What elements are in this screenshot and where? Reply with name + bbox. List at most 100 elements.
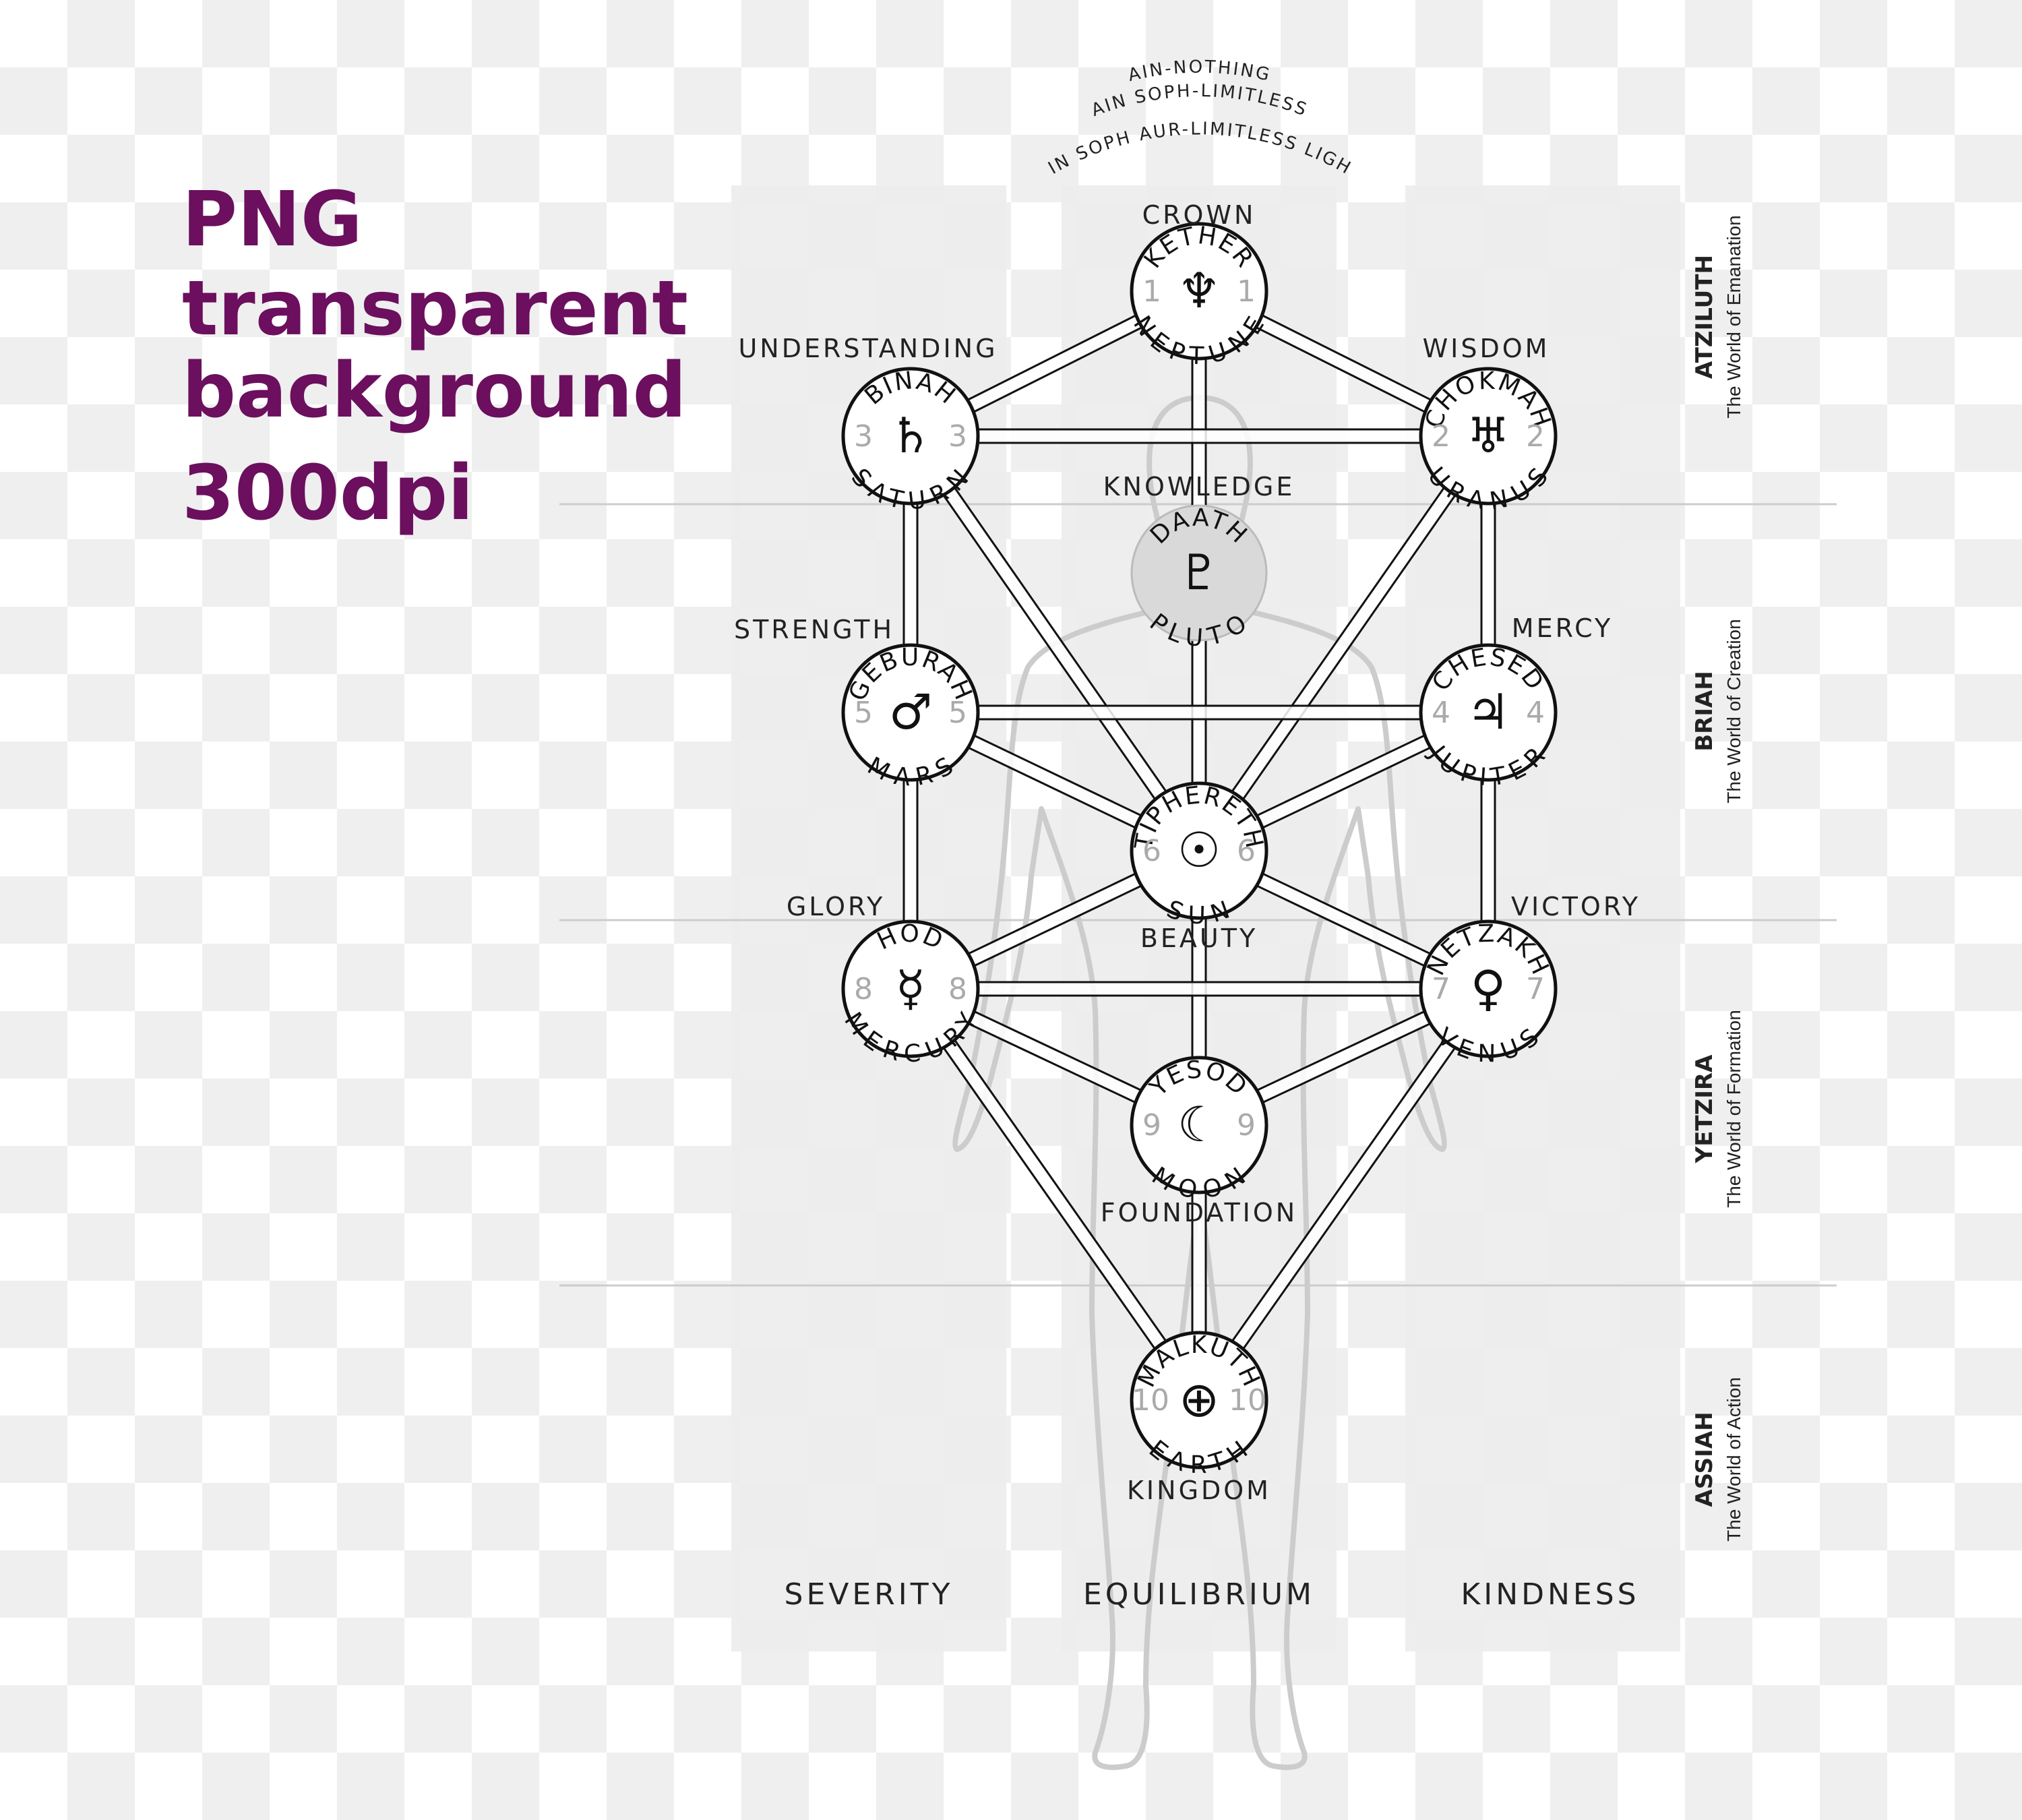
mercury-symbol-icon: ☿	[896, 960, 925, 1017]
sephira-label: KINGDOM	[1127, 1476, 1271, 1505]
pillar-labels: SEVERITY EQUILIBRIUM KINDNESS	[785, 1577, 1639, 1612]
sephira-circle	[1419, 367, 1558, 506]
sephira-number-right: 1	[1237, 274, 1256, 309]
path-chokmah-binah	[911, 428, 1488, 444]
pluto-symbol-icon: ♇	[1177, 544, 1221, 601]
path-fill	[907, 982, 1202, 1132]
sephira-number-right: 3	[948, 419, 967, 454]
paths-layer	[902, 284, 1496, 1405]
sephira-number-left: 9	[1142, 1108, 1161, 1143]
sephira-number-right: 6	[1237, 834, 1256, 868]
sephira-label: WISDOM	[1423, 334, 1550, 363]
earth-symbol-icon: ⊕	[1179, 1371, 1219, 1428]
saturn-symbol-icon: ♄	[889, 407, 933, 464]
sephira-circle	[1130, 222, 1268, 361]
sephira-label: MERCY	[1512, 613, 1613, 643]
path-fill	[1193, 432, 1494, 855]
path-edge	[1203, 992, 1495, 1405]
pillar-equilibrium-label: EQUILIBRIUM	[1083, 1577, 1315, 1612]
sephira-number-left: 5	[854, 696, 873, 730]
path-fill	[904, 712, 917, 989]
sephira-circle	[1130, 1331, 1268, 1469]
ain-labels: AIN-NOTHING AIN SOPH-LIMITLESS AIN SOPH …	[0, 0, 1353, 179]
sephira-label: KNOWLEDGE	[1103, 472, 1295, 502]
mars-symbol-icon: ♂	[889, 684, 933, 740]
moon-symbol-icon: ☾	[1177, 1096, 1221, 1153]
pillar-severity-label: SEVERITY	[785, 1577, 954, 1612]
path-chokmah-tiphereth	[1192, 431, 1495, 855]
world-assiah: ASSIAH The World of Action	[1691, 1377, 1744, 1542]
world-briah-name: BRIAH	[1691, 671, 1718, 752]
path-fill	[911, 706, 1488, 719]
sephira-circle	[1419, 919, 1558, 1058]
path-fill	[911, 429, 1488, 443]
path-edge	[904, 992, 1195, 1405]
path-fill	[1196, 844, 1492, 996]
world-assiah-name: ASSIAH	[1691, 1412, 1718, 1507]
sephira-circle	[841, 643, 980, 782]
sephira-label: BEAUTY	[1140, 923, 1258, 953]
pillar-kindness-label: KINDNESS	[1461, 1577, 1639, 1612]
sephira-number-left: 6	[1142, 834, 1161, 868]
path-edge	[1192, 984, 1484, 1397]
path-fill	[907, 706, 1202, 857]
ain-soph-label: AIN SOPH-LIMITLESS	[1089, 81, 1311, 121]
path-edge	[904, 439, 1195, 855]
path-fill	[1196, 982, 1492, 1132]
sephira-label: STRENGTH	[734, 615, 894, 644]
path-fill	[907, 285, 1202, 442]
sephira-number-right: 4	[1526, 696, 1545, 730]
path-netzakh-malkuth	[1192, 984, 1495, 1405]
sephira-label: VICTORY	[1511, 892, 1641, 921]
sephira-circle	[1130, 781, 1268, 920]
sephira-label: UNDERSTANDING	[738, 334, 998, 363]
path-edge	[1203, 439, 1495, 855]
world-briah-subtitle: The World of Creation	[1723, 619, 1744, 803]
path-fill	[904, 436, 917, 712]
jupiter-symbol-icon: ♃	[1467, 684, 1510, 740]
sephira-label: GLORY	[787, 892, 885, 921]
world-yetzira-name: YETZIRA	[1691, 1054, 1718, 1164]
world-briah: BRIAH The World of Creation	[1691, 619, 1744, 803]
sephira-number-right: 10	[1229, 1383, 1266, 1418]
uranus-symbol-icon: ♅	[1467, 407, 1510, 464]
neptune-symbol-icon: ♆	[1177, 262, 1221, 319]
sephira-number-right: 2	[1526, 419, 1545, 454]
promo-format: PNG	[182, 176, 363, 264]
worlds-labels: ATZILUTH The World of Emanation BRIAH Th…	[1691, 215, 1744, 1542]
sephira-circle	[1130, 504, 1268, 642]
venus-symbol-icon: ♀	[1471, 960, 1506, 1017]
path-fill	[1196, 706, 1492, 857]
sephira-number-left: 2	[1432, 419, 1450, 454]
path-fill	[905, 985, 1205, 1404]
world-yetzira-subtitle: The World of Formation	[1723, 1010, 1744, 1208]
sephira-circle	[841, 919, 980, 1058]
sephira-number-right: 5	[948, 696, 967, 730]
promo-text: PNG transparent background 300dpi	[182, 182, 721, 531]
path-fill	[907, 844, 1202, 996]
world-yetzira: YETZIRA The World of Formation	[1691, 1010, 1744, 1208]
promo-background: background	[182, 347, 687, 435]
world-atziluth-subtitle: The World of Emanation	[1723, 215, 1744, 418]
sun-symbol-icon: ☉	[1177, 822, 1221, 878]
path-hod-malkuth	[904, 984, 1206, 1405]
sephira-number-right: 8	[948, 972, 967, 1006]
sephira-number-right: 9	[1237, 1108, 1256, 1143]
world-assiah-subtitle: The World of Action	[1723, 1377, 1744, 1542]
path-binah-tiphereth	[904, 431, 1206, 855]
path-fill	[905, 432, 1205, 855]
promo-resolution: 300dpi	[182, 450, 474, 537]
path-edge	[1192, 431, 1484, 848]
sephira-number-left: 10	[1132, 1383, 1169, 1418]
path-fill	[1196, 285, 1492, 442]
path-edge	[915, 984, 1206, 1397]
